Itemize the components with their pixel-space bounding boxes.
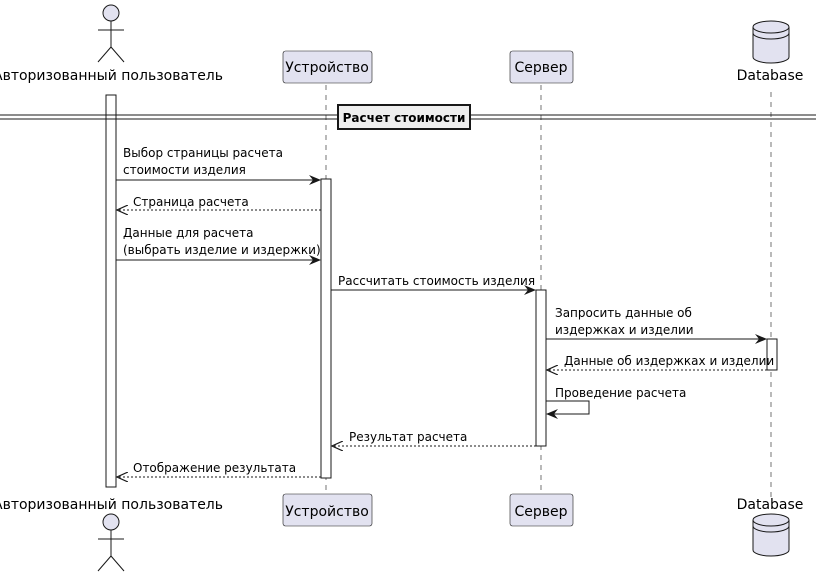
message-label: Отображение результата	[133, 461, 296, 475]
activations	[105, 94, 778, 488]
participant-server-bottom: Сервер	[509, 493, 574, 527]
participant-db-top: Database	[737, 20, 804, 84]
message-5: Запросить данные об издержках и изделии	[546, 306, 767, 344]
message-arrow	[546, 400, 590, 419]
message-3: Данные для расчета (выбрать изделие и из…	[116, 226, 321, 265]
participant-device-top: Устройство	[282, 50, 373, 84]
participant-device-bottom: Устройство	[282, 493, 373, 527]
section-box	[337, 104, 471, 130]
actor-icon	[97, 513, 125, 572]
message-9: Отображение результата	[117, 461, 321, 477]
activation-user	[105, 94, 117, 488]
participant-user-top: Авторизованный пользователь	[0, 4, 223, 84]
message-6: Данные об издержках и изделии	[547, 354, 774, 370]
participant-label: Устройство	[285, 504, 369, 520]
activation-device	[320, 178, 332, 479]
database-icon	[752, 20, 790, 64]
participant-label: Сервер	[514, 60, 567, 76]
participant-server-top: Сервер	[509, 50, 574, 84]
participant-label: Авторизованный пользователь	[0, 497, 223, 513]
message-2: Страница расчета	[117, 195, 321, 210]
activation-db	[766, 338, 778, 371]
message-label: Данные об издержках и изделии	[564, 354, 774, 368]
message-label: Результат расчета	[349, 430, 467, 444]
message-label: Рассчитать стоимость изделия	[338, 274, 535, 288]
message-1: Выбор страницы расчета стоимости изделия	[116, 146, 321, 185]
participant-label: Database	[737, 497, 804, 513]
actor-icon	[97, 4, 125, 63]
participant-db-bottom: Database	[737, 497, 804, 557]
participant-user-bottom: Авторизованный пользователь	[0, 497, 223, 572]
section-label: Расчет стоимости	[343, 111, 466, 125]
section-divider: Расчет стоимости	[0, 104, 816, 130]
participant-label: Сервер	[514, 504, 567, 520]
message-label: Данные для расчета (выбрать изделие и из…	[123, 226, 321, 257]
message-8: Результат расчета	[332, 430, 536, 446]
message-7: Проведение расчета	[546, 386, 686, 419]
participant-label: Авторизованный пользователь	[0, 68, 223, 84]
activation-server	[535, 289, 547, 447]
message-4: Рассчитать стоимость изделия	[331, 274, 536, 295]
message-label: Проведение расчета	[555, 386, 686, 400]
database-icon	[752, 513, 790, 557]
message-label: Страница расчета	[133, 195, 249, 209]
message-label: Запросить данные об издержках и изделии	[555, 306, 696, 337]
participant-label: Database	[737, 68, 804, 84]
participant-label: Устройство	[285, 60, 369, 76]
message-label: Выбор страницы расчета стоимости изделия	[123, 146, 287, 177]
